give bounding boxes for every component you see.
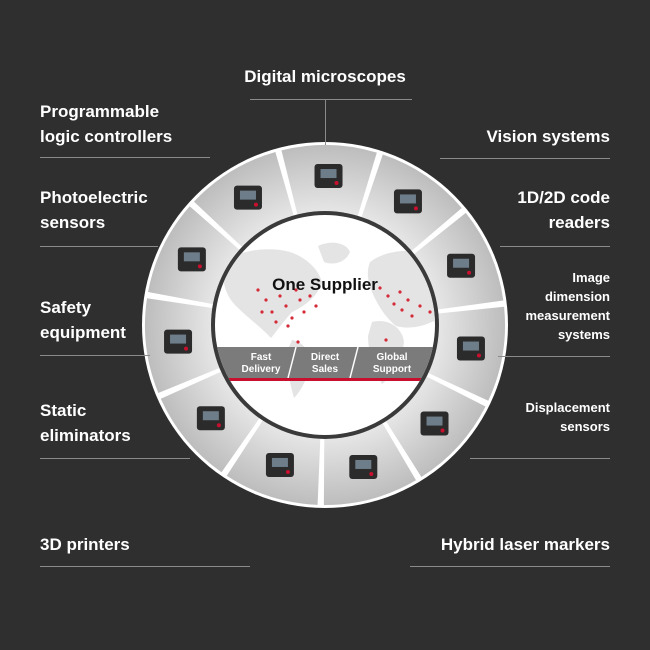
pillar-1-line1: Fast	[251, 352, 272, 363]
label-digital-microscopes-text: Digital microscopes	[244, 67, 406, 86]
leader-photoelectric	[40, 246, 158, 247]
leader-static	[40, 458, 190, 459]
label-code-readers: 1D/2D code readers	[517, 185, 610, 235]
pillar-2-line2: Sales	[312, 364, 339, 375]
light-curtain-icon	[164, 329, 193, 354]
leader-image-dimension	[498, 356, 610, 357]
location-dot	[418, 304, 422, 308]
pillar-2-line1: Direct	[311, 352, 340, 363]
label-photoelectric: Photoelectric sensors	[40, 185, 148, 235]
leader-safety	[40, 355, 150, 356]
label-displacement-line1: Displacement	[525, 400, 610, 415]
plc-icon	[233, 185, 262, 210]
measurement-system-icon	[456, 336, 485, 361]
label-image-dimension-line4: systems	[557, 327, 610, 342]
location-dot	[298, 298, 302, 302]
pillar-3-line2: Support	[373, 364, 412, 375]
label-image-dimension-line1: Image	[572, 270, 610, 285]
location-dot	[290, 316, 294, 320]
label-static-line1: Static	[40, 401, 87, 420]
location-dot	[286, 324, 290, 328]
label-photoelectric-line2: sensors	[40, 213, 106, 232]
label-plc-line1: Programmable	[40, 102, 160, 121]
laser-marker-icon	[349, 454, 378, 479]
label-image-dimension-line3: measurement	[525, 308, 610, 323]
label-printers: 3D printers	[40, 532, 130, 557]
leader-laser	[410, 566, 610, 567]
displacement-sensor-icon	[420, 411, 449, 436]
location-dot	[398, 290, 402, 294]
location-dot	[284, 304, 288, 308]
location-dot	[308, 294, 312, 298]
location-dot	[386, 294, 390, 298]
label-printers-text: 3D printers	[40, 535, 130, 554]
location-dot	[278, 294, 282, 298]
label-safety-line2: equipment	[40, 323, 126, 342]
barcode-reader-icon	[447, 253, 476, 278]
location-dot	[392, 302, 396, 306]
ionizer-icon	[196, 406, 225, 431]
pillar-1-line2: Delivery	[242, 364, 281, 375]
label-laser-markers: Hybrid laser markers	[441, 532, 610, 557]
label-safety-line1: Safety	[40, 298, 92, 317]
location-dot	[406, 298, 410, 302]
location-dot	[270, 310, 274, 314]
photoelectric-sensor-icon	[177, 247, 206, 272]
leader-digital-microscopes-drop	[325, 99, 326, 145]
location-dot	[274, 320, 278, 324]
location-dot	[296, 340, 300, 344]
leader-vision	[440, 158, 610, 159]
label-plc-line2: logic controllers	[40, 127, 173, 146]
leader-code-readers	[500, 246, 610, 247]
label-static-line2: eliminators	[40, 426, 131, 445]
segment-group	[144, 145, 505, 505]
location-dot	[302, 310, 306, 314]
pillar-red-line	[215, 378, 435, 381]
center-title: One Supplier	[272, 275, 378, 294]
label-image-dimension-line2: dimension	[544, 289, 610, 304]
location-dot	[260, 310, 264, 314]
label-safety: Safety equipment	[40, 295, 126, 345]
location-dot	[294, 288, 298, 292]
label-static: Static eliminators	[40, 398, 131, 448]
location-dot	[378, 286, 382, 290]
label-laser-markers-text: Hybrid laser markers	[440, 535, 610, 554]
pillar-3-line1: Global	[376, 352, 407, 363]
location-dot	[256, 288, 260, 292]
label-digital-microscopes: Digital microscopes	[200, 64, 450, 89]
pillar-band: Fast Delivery Direct Sales Global Suppor…	[215, 346, 435, 381]
map-north-america	[223, 249, 322, 338]
leader-digital-microscopes	[250, 99, 412, 100]
label-code-readers-line2: readers	[548, 213, 610, 232]
label-photoelectric-line1: Photoelectric	[40, 188, 148, 207]
pillar-band-bg	[215, 347, 435, 378]
location-dot	[264, 298, 268, 302]
location-dot	[410, 314, 414, 318]
leader-printers	[40, 566, 250, 567]
label-vision: Vision systems	[487, 124, 610, 149]
label-displacement-line2: sensors	[560, 419, 610, 434]
pillar-divider-1	[287, 346, 297, 379]
label-image-dimension: Image dimension measurement systems	[525, 268, 610, 344]
label-plc: Programmable logic controllers	[40, 99, 172, 149]
pillar-divider-2	[349, 346, 359, 379]
leader-displacement	[470, 458, 610, 459]
label-code-readers-line1: 1D/2D code	[517, 188, 610, 207]
microscope-icon	[314, 164, 343, 189]
location-dot	[314, 304, 318, 308]
camera-icon	[393, 189, 422, 214]
location-dot	[384, 338, 388, 342]
leader-plc	[40, 157, 210, 158]
map-greenland	[318, 242, 350, 264]
label-displacement: Displacement sensors	[525, 398, 610, 436]
location-dot	[400, 308, 404, 312]
label-vision-text: Vision systems	[486, 127, 610, 146]
location-dot	[428, 310, 432, 314]
3d-printer-icon	[265, 452, 294, 477]
